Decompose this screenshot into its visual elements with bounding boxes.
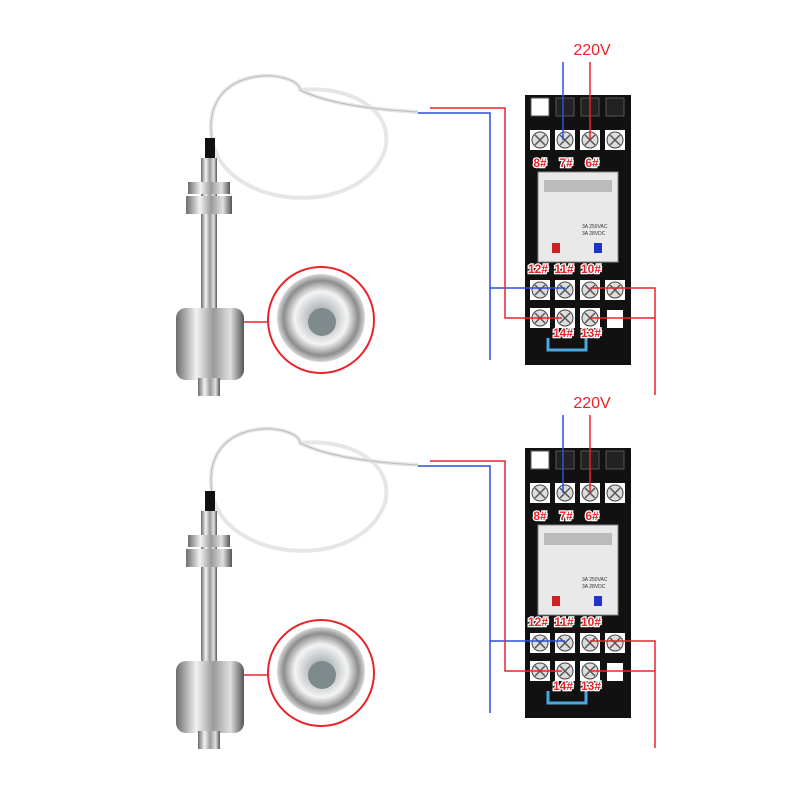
screw-terminal [604,129,626,151]
screw-terminal [554,129,576,151]
relay-blue-coil [594,596,602,606]
sensor-nut-upper [188,182,230,194]
jumper-wire [546,691,588,705]
terminal-label: 12# [528,262,548,276]
terminal-label: 14# [553,679,573,693]
jumper-wire [546,338,588,352]
screw-terminal [604,632,626,654]
float-dome-center [308,661,336,689]
screw-terminal [604,279,626,301]
screw-terminal [529,129,551,151]
terminal-label: 6# [585,509,599,523]
top-slot [530,450,550,470]
sensor-stem [201,511,217,661]
terminal-label: 10# [581,262,601,276]
terminal-label: 6# [585,156,599,170]
relay-red-coil [552,596,560,606]
terminal-label: 10# [581,615,601,629]
terminal-label: 8# [533,156,547,170]
wire-red-14 [430,460,562,672]
voltage-label: 220V [573,42,611,59]
wire-red-10 [590,287,656,395]
relay-red-coil [552,243,560,253]
relay-blue-coil [594,243,602,253]
screw-terminal [554,632,576,654]
screw-terminal [579,279,601,301]
top-slot [605,450,625,470]
wire-red-10 [590,640,656,748]
screw-terminal [579,632,601,654]
screw-terminal [529,482,551,504]
screw-terminal [529,279,551,301]
sensor-nut-lower [186,549,232,567]
sensor-cable-sleeve [205,138,215,160]
screw-terminal [554,482,576,504]
terminal-label: 8# [533,509,547,523]
terminal-label: 11# [554,262,574,276]
relay-top [544,180,612,192]
relay-rating-1: 3A 250VAC [582,224,608,230]
sensor-nut-lower [186,196,232,214]
sensor-float [176,308,244,380]
bottom-slot [607,310,623,328]
relay-top [544,533,612,545]
relay-rating-2: 3A 28VDC [582,231,606,237]
sensor-cable-edge [210,75,419,141]
top-slot [530,97,550,117]
sensor-cable-loop [210,87,389,200]
top-slot [555,450,575,470]
wire-blue-sensor [418,465,491,713]
relay-rating-1: 3A 250VAC [582,577,608,583]
terminal-label: 7# [559,156,573,170]
bottom-slot [607,663,623,681]
voltage-label: 220V [573,395,611,412]
sensor-cable-edge [210,428,419,494]
screw-terminal [554,279,576,301]
sensor-float [176,661,244,733]
sensor-end-nut [198,731,220,749]
terminal-label: 13# [581,679,601,693]
sensor-cable-sleeve [205,491,215,513]
terminal-label: 11# [554,615,574,629]
sensor-end-nut [198,378,220,396]
terminal-label: 13# [581,326,601,340]
wire-red-14 [430,107,562,319]
screw-terminal [529,632,551,654]
top-slot [605,97,625,117]
relay-rating-2: 3A 28VDC [582,584,606,590]
terminal-label: 12# [528,615,548,629]
wire-blue-sensor [418,112,491,360]
sensor-nut-upper [188,535,230,547]
sensor-stem [201,158,217,308]
sensor-cable-loop [210,440,389,553]
screw-terminal [604,482,626,504]
terminal-label: 7# [559,509,573,523]
float-dome-center [308,308,336,336]
terminal-label: 14# [553,326,573,340]
top-slot [555,97,575,117]
